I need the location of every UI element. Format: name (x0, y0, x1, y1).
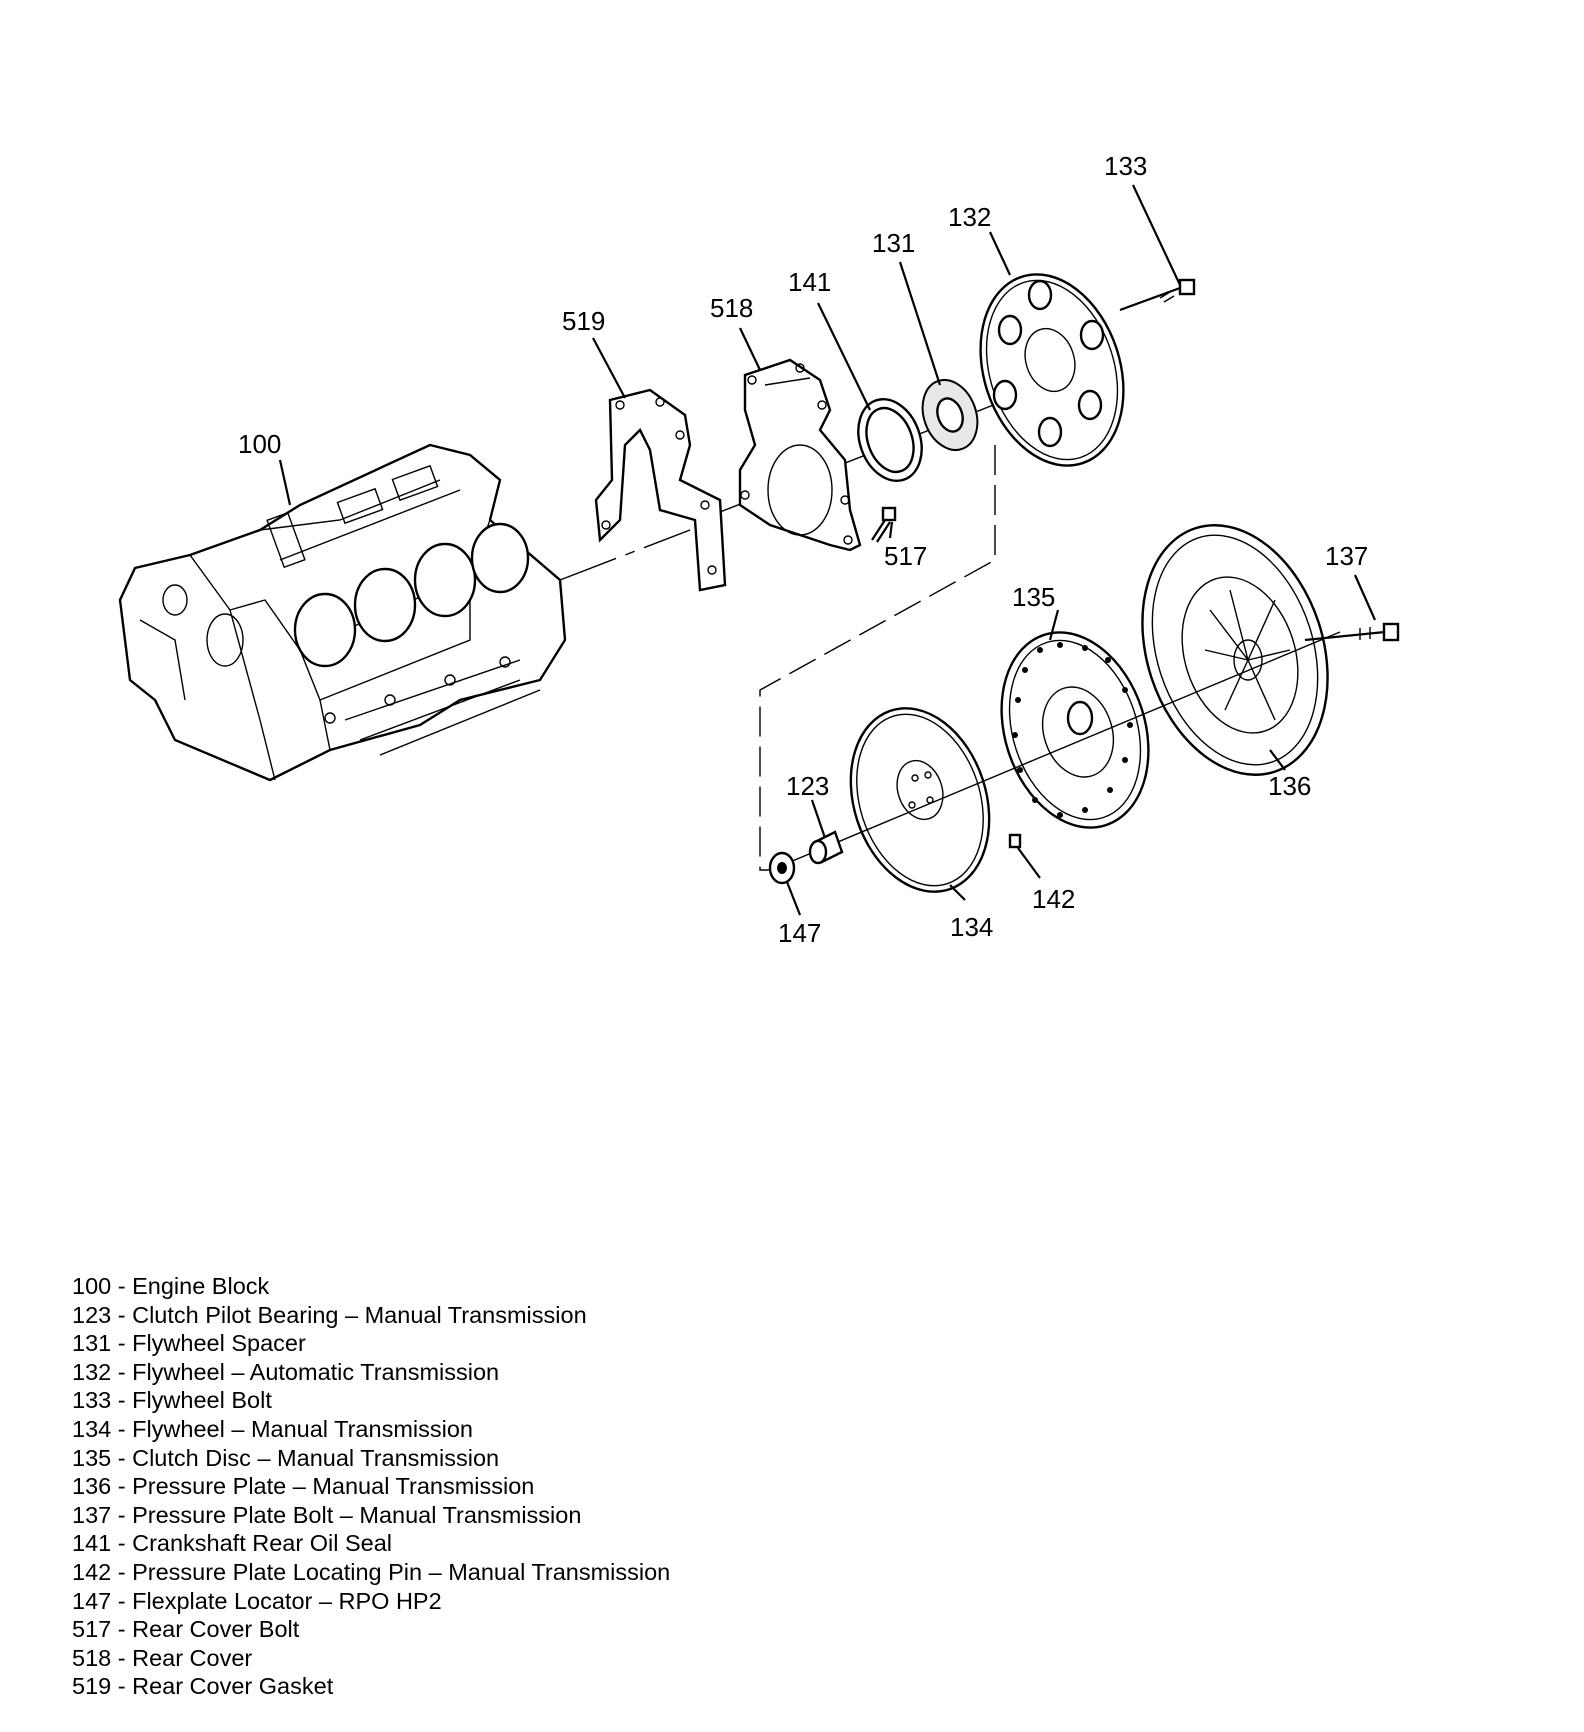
callout-134: 134 (950, 912, 993, 942)
legend-item: 519 - Rear Cover Gasket (72, 1673, 334, 1700)
callout-133: 133 (1104, 151, 1147, 181)
callout-142: 142 (1032, 884, 1075, 914)
rear-cover (738, 358, 862, 552)
legend-item: 123 - Clutch Pilot Bearing – Manual Tran… (72, 1301, 587, 1328)
legend-item: 147 - Flexplate Locator – RPO HP2 (72, 1587, 442, 1614)
callout-141: 141 (788, 267, 831, 297)
leader-lines (278, 184, 1377, 916)
rear-cover-bolt (871, 506, 897, 543)
flywheel-bolt (1119, 278, 1196, 312)
pressure-plate-locating-pin (1008, 833, 1022, 849)
legend-item: 135 - Clutch Disc – Manual Transmission (72, 1444, 500, 1471)
flywheel-spacer (921, 379, 979, 451)
flywheel-automatic (979, 273, 1125, 467)
flywheel-manual (849, 707, 991, 893)
pressure-plate-bolt (1304, 622, 1400, 642)
callout-123: 123 (786, 771, 829, 801)
legend-item: 132 - Flywheel – Automatic Transmission (72, 1358, 500, 1385)
legend-item: 518 - Rear Cover (72, 1644, 253, 1671)
legend-item: 100 - Engine Block (72, 1273, 270, 1299)
crankshaft-rear-oil-seal (857, 398, 923, 482)
legend-item: 517 - Rear Cover Bolt (72, 1616, 300, 1643)
clutch-pilot-bearing (808, 830, 844, 865)
callout-100: 100 (238, 429, 281, 459)
parts-legend: 100 - Engine Block 123 - Clutch Pilot Be… (72, 1272, 670, 1701)
legend-item: 141 - Crankshaft Rear Oil Seal (72, 1530, 393, 1557)
callout-135: 135 (1012, 582, 1055, 612)
callout-519: 519 (562, 306, 605, 336)
callout-132: 132 (948, 202, 991, 232)
rear-cover-gasket (594, 388, 727, 592)
exploded-parts-diagram: 100 519 518 141 131 132 133 517 135 137 … (118, 151, 1400, 948)
flexplate-locator (768, 851, 796, 885)
engine-block (118, 443, 567, 782)
clutch-disc (1000, 631, 1150, 829)
legend-item: 131 - Flywheel Spacer (72, 1330, 306, 1357)
callout-136: 136 (1268, 771, 1311, 801)
legend-item: 133 - Flywheel Bolt (72, 1387, 272, 1414)
pressure-plate (1141, 524, 1329, 776)
callout-147: 147 (778, 918, 821, 948)
callout-131: 131 (872, 228, 915, 258)
callout-517: 517 (884, 541, 927, 571)
legend-item: 137 - Pressure Plate Bolt – Manual Trans… (72, 1501, 582, 1528)
callout-518: 518 (710, 293, 753, 323)
legend-item: 134 - Flywheel – Manual Transmission (72, 1415, 473, 1442)
callout-137: 137 (1325, 541, 1368, 571)
legend-item: 142 - Pressure Plate Locating Pin – Manu… (72, 1558, 671, 1585)
legend-item: 136 - Pressure Plate – Manual Transmissi… (72, 1473, 535, 1500)
